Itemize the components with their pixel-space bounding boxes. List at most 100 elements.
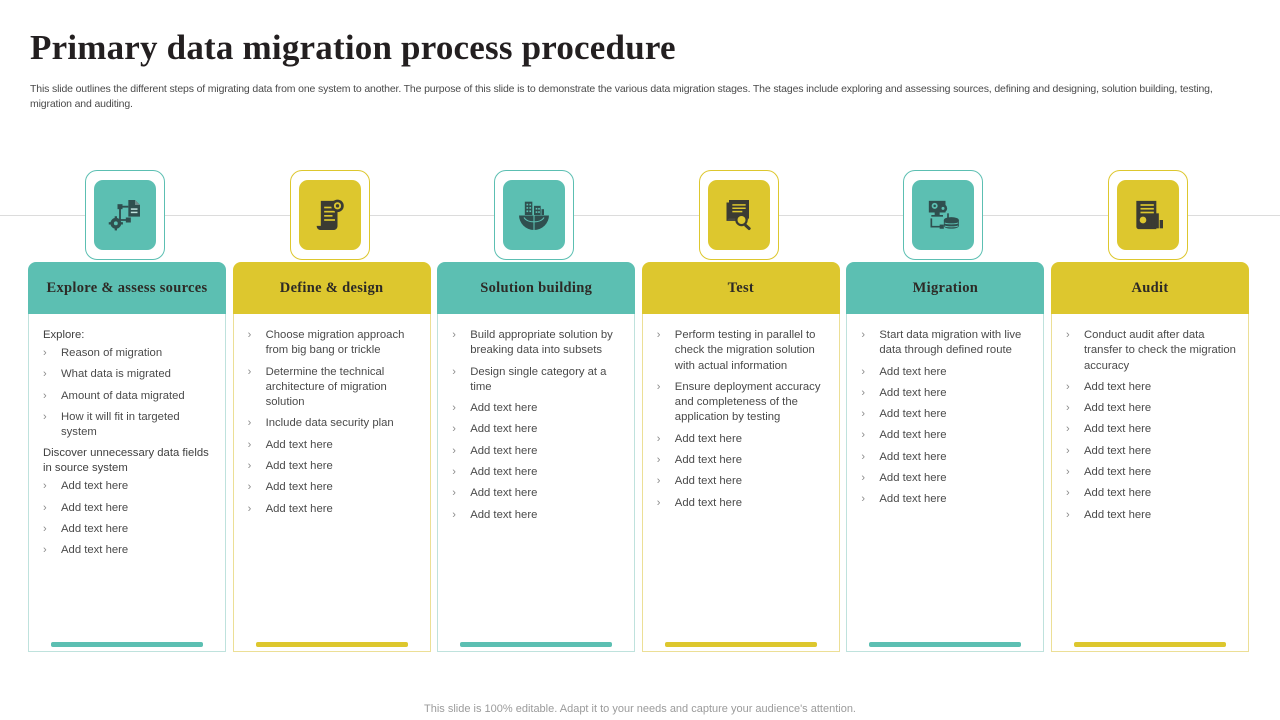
stage-lead-text-explore-assess-sources: Explore:	[43, 329, 85, 341]
stage-bullet-label: Add text here	[879, 472, 947, 485]
stage-bullet-label: Add text here	[674, 432, 742, 445]
stage-bullet-label: Design single category at a time	[470, 365, 607, 393]
stage-bullet-item[interactable]: ›Add text here	[450, 465, 624, 480]
stage-bullet-label: Add text here	[1084, 487, 1152, 500]
stage-bullet-item[interactable]: ›Add text here	[1064, 486, 1238, 501]
stage-bullet-item[interactable]: ›Reason of migration	[41, 346, 215, 361]
stage-bullet-item[interactable]: ›Ensure deployment accuracy and complete…	[655, 380, 829, 426]
stage-bullet-label: Perform testing in parallel to check the…	[674, 329, 816, 372]
page-subtitle: This slide outlines the different steps …	[30, 83, 1213, 110]
stage-bullet-item[interactable]: › Add text here	[1064, 465, 1238, 480]
stage-bullet-item[interactable]: ›Build appropriate solution by breaking …	[450, 328, 624, 359]
stage-card-audit[interactable]: Audit›Conduct audit after data transfer …	[1051, 262, 1249, 652]
stage-card-define-design[interactable]: Define & design›Choose migration approac…	[232, 262, 431, 652]
stage-bullet-item[interactable]: ›Add text here	[859, 365, 1033, 380]
chevron-right-icon: ›	[247, 365, 252, 378]
stage-bullet-item[interactable]: › Add text here	[246, 480, 420, 495]
stage-bullet-label: Add text here	[470, 487, 538, 500]
chevron-right-icon: ›	[1066, 508, 1070, 521]
stage-bullet-label: Add text here	[1084, 466, 1152, 479]
stage-bullet-item[interactable]: ›Choose migration approach from big bang…	[246, 328, 420, 359]
chevron-right-icon: ›	[656, 380, 661, 393]
chevron-right-icon: ›	[43, 368, 47, 381]
stage-bullet-item[interactable]: ›Add text here	[1064, 422, 1238, 437]
stage-card-body-define-design: ›Choose migration approach from big bang…	[232, 314, 431, 652]
stage-icon-badge-explore-assess-sources[interactable]	[85, 170, 165, 260]
chevron-right-icon: ›	[861, 329, 866, 341]
stage-bullet-item[interactable]: ›Add text here	[859, 492, 1033, 507]
stage-bullet-item[interactable]: ›Add text here	[859, 407, 1033, 422]
stage-bullet-item[interactable]: ›Add text here	[859, 471, 1033, 486]
stage-bullet-item[interactable]: ›Add text here	[1064, 401, 1238, 416]
stage-bullet-list-migration: › Start data migration with live data thr…	[859, 328, 1033, 508]
stage-bullet-label: Start data migration with live data thro…	[879, 329, 1022, 357]
stage-bullet-item[interactable]: ›Add text here	[41, 479, 215, 494]
stage-bullet-item[interactable]: ›Add text here	[1064, 380, 1238, 395]
stage-bullet-item[interactable]: ›Amount of data migrated	[41, 389, 215, 404]
stage-bullet-label: Add text here	[1084, 423, 1152, 436]
stage-card-title-test: Test	[641, 262, 840, 314]
stage-bullet-item[interactable]: › Start data migration with live data thr…	[859, 328, 1033, 359]
stage-icon-badge-test[interactable]	[698, 170, 779, 260]
stage-bullet-item[interactable]: ›Add text here	[246, 438, 420, 453]
stage-icon-badge-audit[interactable]	[1108, 170, 1188, 260]
stage-bullet-item[interactable]: › Determine the technical architecture of…	[246, 365, 420, 411]
stage-bullet-item[interactable]: › What data is migrated	[41, 367, 215, 382]
stage-bullet-item[interactable]: ›Add text here	[41, 543, 215, 558]
stage-bullet-item[interactable]: ›Add text here	[655, 496, 829, 511]
stage-bullet-label: Build appropriate solution by breaking d…	[470, 329, 613, 357]
footer-note: This slide is 100% editable. Adapt it to…	[424, 703, 856, 715]
stage-bullet-label: Determine the technical architecture of …	[265, 365, 387, 409]
stage-bullet-item[interactable]: › Add text here	[41, 501, 215, 516]
stage-bullet-item[interactable]: ›Add text here	[859, 428, 1033, 443]
stage-icon-badge-migration[interactable]	[903, 170, 984, 260]
monitor-gear-database-icon	[912, 180, 975, 250]
chevron-right-icon: ›	[1066, 380, 1070, 393]
buildings-globe-icon	[503, 180, 566, 250]
stage-bullet-item[interactable]: ›Add text here	[450, 422, 624, 437]
stage-bullet-item[interactable]: › Add text here	[1064, 508, 1238, 523]
document-seal-icon	[298, 180, 361, 250]
stage-bullet-label: Add text here	[61, 501, 129, 514]
stage-card-solution-building[interactable]: Solution building ›Build appropriate solu…	[437, 262, 636, 652]
stage-bullet-item[interactable]: ›Conduct audit after data transfer to ch…	[1064, 328, 1238, 374]
stage-bullet-item[interactable]: ›Add text here	[859, 386, 1033, 401]
stage-card-migration[interactable]: Migration›Start data migration with live…	[846, 262, 1045, 652]
stage-bullet-item[interactable]: ›Add text here	[859, 450, 1033, 465]
stage-bullet-label: What data is migrated	[61, 368, 171, 381]
stage-bullet-item[interactable]: ›Add text here	[246, 459, 420, 474]
stage-icon-badge-solution-building[interactable]	[494, 170, 575, 260]
stage-bullet-label: Add text here	[265, 481, 333, 494]
stage-bullet-label: Add text here	[470, 508, 538, 521]
stage-bullet-item[interactable]: ›Add text here	[41, 522, 215, 537]
chevron-right-icon: ›	[43, 523, 47, 536]
stage-bullet-list-solution-building: ›Build appropriate solution by breaking …	[450, 328, 624, 523]
stage-card-title-solution-building: Solution building	[437, 262, 636, 314]
chevron-right-icon: ›	[43, 347, 47, 359]
stage-bullet-item[interactable]: ›Design single category at a time	[450, 365, 624, 396]
stage-bullet-item[interactable]: ›Add text here	[450, 486, 624, 501]
stage-bullet-item[interactable]: ›Add text here	[655, 432, 829, 447]
stage-card-test[interactable]: Test › Perform testing in parallel to chec…	[641, 262, 840, 652]
stage-bullet-item[interactable]: ›How it will fit in targeted system	[41, 410, 215, 441]
stage-bullet-label: Amount of data migrated	[61, 389, 185, 402]
stage-card-body-test: › Perform testing in parallel to check th…	[641, 314, 840, 652]
stage-bullet-item[interactable]: ›Add text here	[655, 453, 829, 468]
stage-bullet-item[interactable]: ›Add text here	[450, 444, 624, 459]
chevron-right-icon: ›	[247, 329, 252, 341]
stage-bullet-label: Add text here	[470, 402, 538, 415]
chevron-right-icon: ›	[1066, 329, 1070, 341]
stage-bullet-item[interactable]: ›Include data security plan	[246, 416, 420, 431]
stage-bullet-item[interactable]: ›Add text here	[450, 401, 624, 416]
stage-bullet-item[interactable]: ›Add text here	[246, 502, 420, 517]
chevron-right-icon: ›	[1066, 466, 1070, 479]
stage-bullet-item[interactable]: ›Add text here	[655, 474, 829, 489]
stage-bullet-item[interactable]: ›Add text here	[1064, 444, 1238, 459]
stage-bullet-item[interactable]: ›Add text here	[450, 508, 624, 523]
chevron-right-icon: ›	[247, 481, 252, 494]
stage-bullet-label: Add text here	[1084, 508, 1152, 521]
chevron-right-icon: ›	[43, 501, 47, 514]
stage-bullet-item[interactable]: ›Perform testing in parallel to check th…	[655, 328, 829, 374]
stage-icon-badge-define-design[interactable]	[289, 170, 370, 260]
